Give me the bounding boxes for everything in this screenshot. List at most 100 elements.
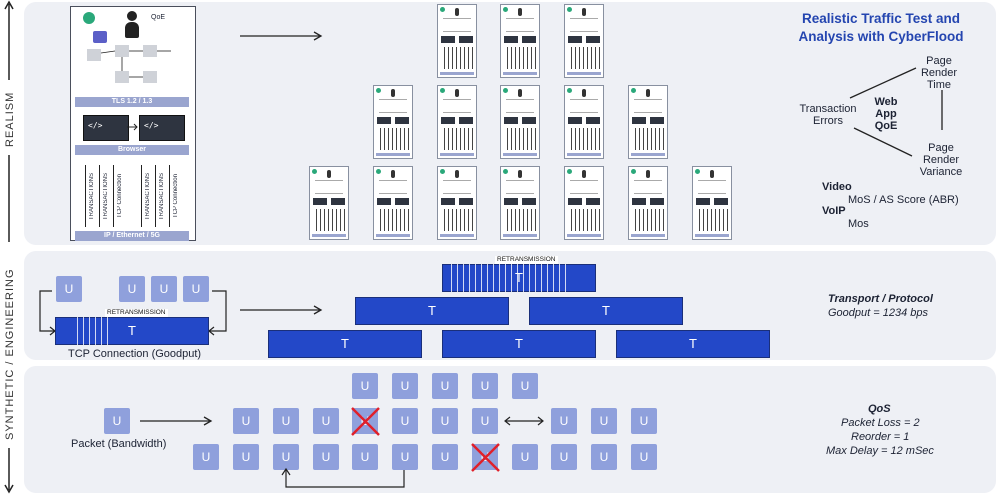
mini-card-part bbox=[376, 153, 410, 156]
mini-card-part bbox=[522, 36, 536, 43]
u-packet: U bbox=[233, 444, 259, 470]
user-body-icon bbox=[125, 22, 139, 38]
mini-card-part bbox=[631, 234, 665, 237]
mini-card-part bbox=[391, 89, 395, 97]
page-render-variance-label: Page Render Variance bbox=[908, 142, 974, 178]
mini-card-part bbox=[504, 209, 536, 231]
qos-title: QoS bbox=[868, 403, 891, 415]
retransmit-dashes bbox=[446, 264, 566, 292]
mini-card-part bbox=[377, 198, 391, 205]
u-packet: U bbox=[472, 373, 498, 399]
mini-card-part bbox=[504, 117, 518, 124]
mini-device-card bbox=[437, 4, 477, 78]
u-packet: U bbox=[151, 276, 177, 302]
mini-card-part bbox=[582, 89, 586, 97]
transactions-column: TCP Connection bbox=[169, 165, 180, 227]
mini-card-part bbox=[567, 7, 572, 12]
mini-card-part bbox=[379, 180, 407, 194]
voip-label: VoIP bbox=[822, 205, 846, 217]
t-label: T bbox=[602, 303, 610, 318]
mini-card-part bbox=[714, 198, 728, 205]
retransmit-dashes bbox=[72, 317, 112, 345]
mini-card-part bbox=[459, 198, 473, 205]
mini-card-part bbox=[570, 180, 598, 194]
metric-line: Errors bbox=[813, 115, 843, 127]
mini-card-part bbox=[441, 198, 455, 205]
u-packet: U bbox=[392, 444, 418, 470]
u-packet: U bbox=[512, 373, 538, 399]
mini-card-part bbox=[646, 89, 650, 97]
metric-line: QoE bbox=[874, 120, 898, 132]
mini-card-part bbox=[315, 180, 343, 194]
flow-box bbox=[87, 49, 101, 61]
mini-card-part bbox=[441, 36, 455, 43]
metric-line: Render bbox=[920, 67, 958, 79]
mini-card-part bbox=[440, 72, 474, 75]
t-bar: T bbox=[529, 297, 683, 325]
mini-card-part bbox=[518, 8, 522, 16]
mini-card-part bbox=[377, 209, 409, 231]
packet-loss-x-icon bbox=[351, 407, 380, 436]
u-packet: U bbox=[631, 408, 657, 434]
packet-loss-x-icon bbox=[471, 443, 500, 472]
mini-card-part bbox=[503, 88, 508, 93]
u-packet: U bbox=[591, 444, 617, 470]
flow-box bbox=[143, 45, 157, 57]
mini-device-card bbox=[564, 4, 604, 78]
mini-card-part bbox=[440, 7, 445, 12]
u-packet: U bbox=[432, 444, 458, 470]
mini-card-part bbox=[443, 180, 471, 194]
packet-loss-value: Packet Loss = 2 bbox=[841, 417, 920, 429]
flow-box bbox=[143, 71, 157, 83]
voip-value: Mos bbox=[848, 218, 869, 230]
mini-card-part bbox=[646, 170, 650, 178]
mini-device-card bbox=[309, 166, 349, 240]
mini-card-part bbox=[568, 198, 582, 205]
user-icon bbox=[127, 11, 137, 21]
mini-card-part bbox=[331, 198, 345, 205]
u-packet: U bbox=[233, 408, 259, 434]
video-label: Video bbox=[822, 181, 852, 193]
u-packet: U bbox=[313, 444, 339, 470]
page-title: Realistic Traffic Test and Analysis with… bbox=[798, 11, 964, 44]
t-label: T bbox=[428, 303, 436, 318]
mini-card-part bbox=[634, 99, 662, 113]
mini-device-card bbox=[628, 85, 668, 159]
mini-card-part bbox=[632, 209, 664, 231]
mini-card-part bbox=[506, 180, 534, 194]
mini-card-part bbox=[631, 88, 636, 93]
qoe-label: QoE bbox=[151, 14, 166, 21]
mini-card-part bbox=[440, 169, 445, 174]
mini-card-part bbox=[443, 18, 471, 32]
metric-line: Web bbox=[874, 96, 898, 108]
metric-line: Page bbox=[928, 142, 954, 154]
axis-arrows bbox=[4, 0, 14, 494]
t-label: T bbox=[515, 336, 523, 351]
mini-card-part bbox=[377, 128, 409, 150]
mini-card-part bbox=[567, 234, 601, 237]
transaction-errors-label: Transaction Errors bbox=[792, 103, 864, 127]
qoe-triangle-lines bbox=[849, 67, 943, 157]
mini-card-part bbox=[570, 99, 598, 113]
transactions-column: TRANSACTIONS bbox=[141, 165, 152, 227]
mini-card-part bbox=[504, 198, 518, 205]
mini-device-card bbox=[564, 85, 604, 159]
u-packet: U bbox=[392, 373, 418, 399]
qos-arrow bbox=[140, 416, 213, 426]
mini-card-part bbox=[518, 89, 522, 97]
mini-card-part bbox=[582, 8, 586, 16]
video-value: MoS / AS Score (ABR) bbox=[848, 194, 959, 206]
mini-card-part bbox=[650, 117, 664, 124]
t-bar: T bbox=[442, 330, 596, 358]
t-bar: T bbox=[268, 330, 422, 358]
u-packet: U bbox=[104, 408, 130, 434]
mini-card-part bbox=[379, 99, 407, 113]
u-packet: U bbox=[432, 408, 458, 434]
mini-device-card bbox=[564, 166, 604, 240]
mini-card-part bbox=[568, 209, 600, 231]
mini-card-part bbox=[391, 170, 395, 178]
u-packet: U bbox=[551, 444, 577, 470]
mini-card-part bbox=[568, 117, 582, 124]
mini-device-card bbox=[628, 166, 668, 240]
mini-card-part bbox=[567, 153, 601, 156]
